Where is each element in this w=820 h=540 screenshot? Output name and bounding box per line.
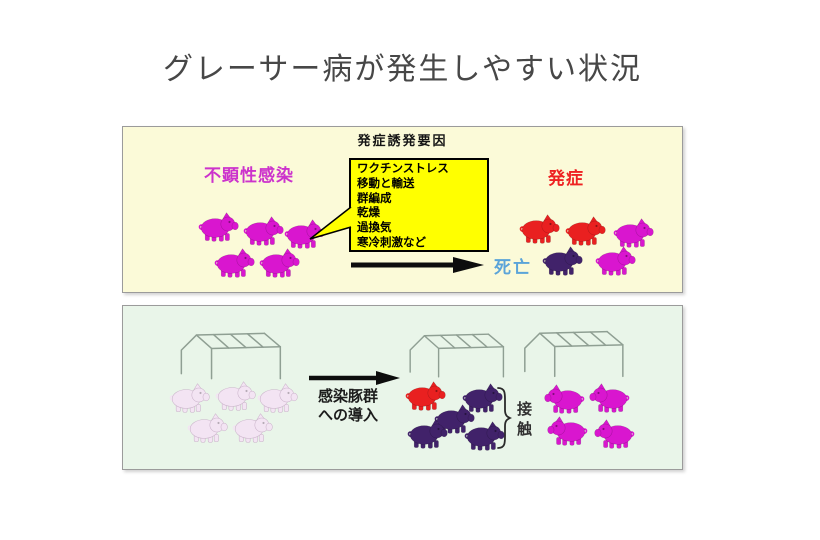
barn-icon [524,330,624,378]
introduction-label-line: への導入 [317,407,378,424]
pig-icon [257,383,298,413]
barn-icon [409,333,505,378]
pig-icon [544,384,585,414]
pig-icon [405,381,446,411]
callout-line: 群編成 [357,192,392,205]
pig-icon [169,383,210,413]
pig-icon [243,216,284,246]
introduction-label: 感染豚群 への導入 [295,387,401,425]
callout-line: 過換気 [357,222,392,235]
pig-icon [547,416,588,446]
onset-label: 発症 [548,169,584,188]
stress-factors-callout: ワクチンストレス 移動と輸送 群編成 乾燥 過換気 寒冷刺激など [349,158,489,252]
progression-arrow-icon [351,257,484,273]
panel-header: 発症誘発要因 [357,133,448,148]
pig-icon [613,218,654,248]
pig-icon [232,413,273,443]
pig-icon [259,248,300,278]
pig-icon [594,419,635,449]
introduction-arrow-icon [309,371,400,385]
pig-icon [434,404,475,434]
introduction-panel: 感染豚群 への導入 接触 [122,305,683,470]
pig-icon [595,246,636,276]
callout-line: 移動と輸送 [357,177,415,190]
pig-icon [589,383,630,413]
onset-factors-panel: 発症誘発要因 不顕性感染 発症 死亡 ワクチンストレス 移動と輸送 群編成 乾燥… [122,126,683,293]
introduction-label-line: 感染豚群 [317,388,378,405]
death-label: 死亡 [494,258,532,277]
pig-icon [542,246,583,276]
callout-tail-icon [309,206,352,240]
callout-line: 乾燥 [357,207,380,220]
subclinical-infection-label: 不顕性感染 [204,166,294,185]
pig-icon [565,216,606,246]
callout-line: 寒冷刺激など [357,236,426,249]
pig-icon [519,214,560,244]
pig-icon [407,419,448,449]
pig-icon [215,381,256,411]
barn-icon [180,332,282,380]
pig-icon [198,212,239,242]
callout-line: ワクチンストレス [357,163,449,175]
pig-icon [187,413,228,443]
slide-title: グレーサー病が発生しやすい状況 [162,53,643,86]
brace-icon [497,387,512,449]
pig-icon [214,248,255,278]
contact-label: 接触 [516,401,532,438]
